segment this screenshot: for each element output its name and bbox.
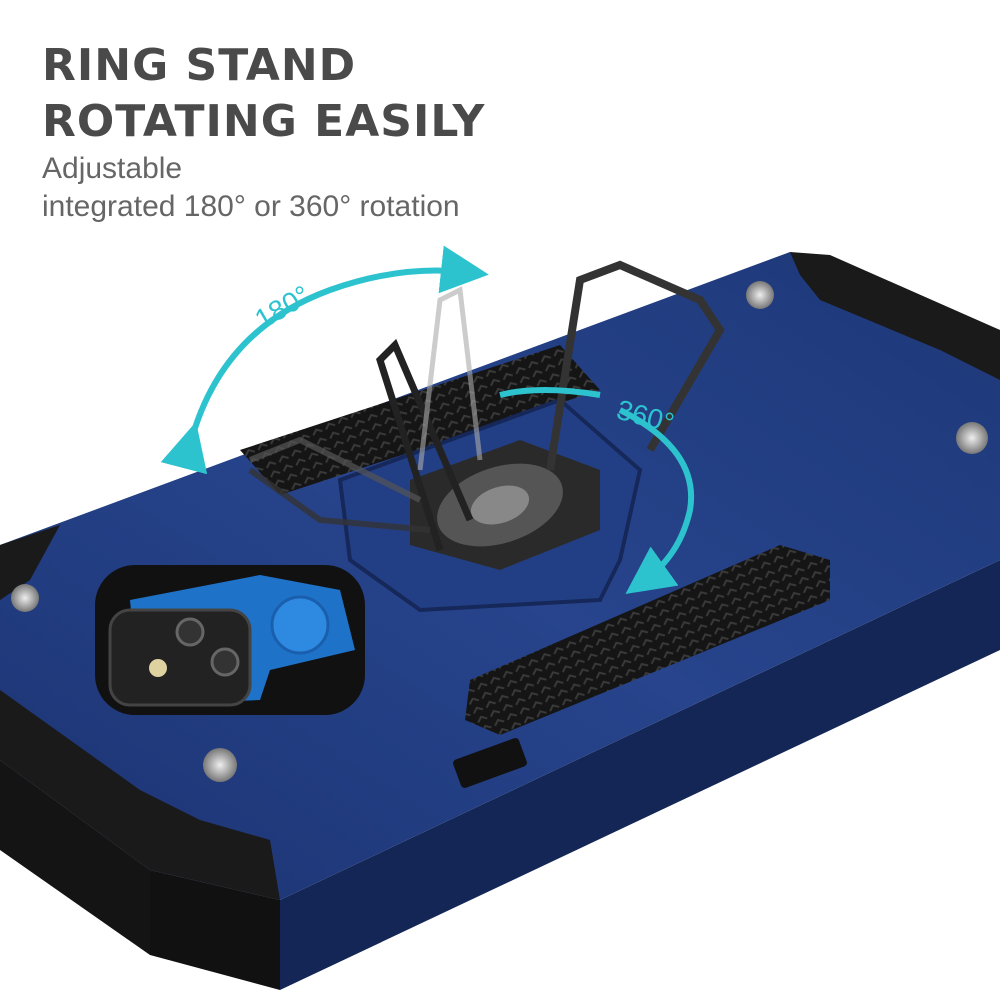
screws	[11, 281, 988, 782]
arrow-180-icon	[160, 245, 489, 475]
subtitle-line2: integrated 180° or 360° rotation	[42, 190, 460, 223]
grip-strip	[465, 545, 830, 735]
headline-line1: RING STAND	[42, 40, 357, 91]
case-side	[0, 560, 1000, 990]
camera-module	[95, 565, 365, 715]
subtitle-line1: Adjustable	[42, 152, 183, 185]
camera-lens	[210, 647, 240, 677]
headline-line2: ROTATING EASILY	[42, 96, 486, 147]
corner-bumper	[0, 525, 60, 600]
camera-lens	[175, 617, 205, 647]
side-button	[453, 738, 527, 788]
arrow-360-icon	[499, 387, 695, 580]
corner-bumper	[790, 252, 1000, 380]
label-180: 180°	[250, 279, 316, 335]
logo-icon	[270, 595, 330, 655]
corner-bumper	[0, 690, 280, 900]
flash	[149, 659, 167, 677]
